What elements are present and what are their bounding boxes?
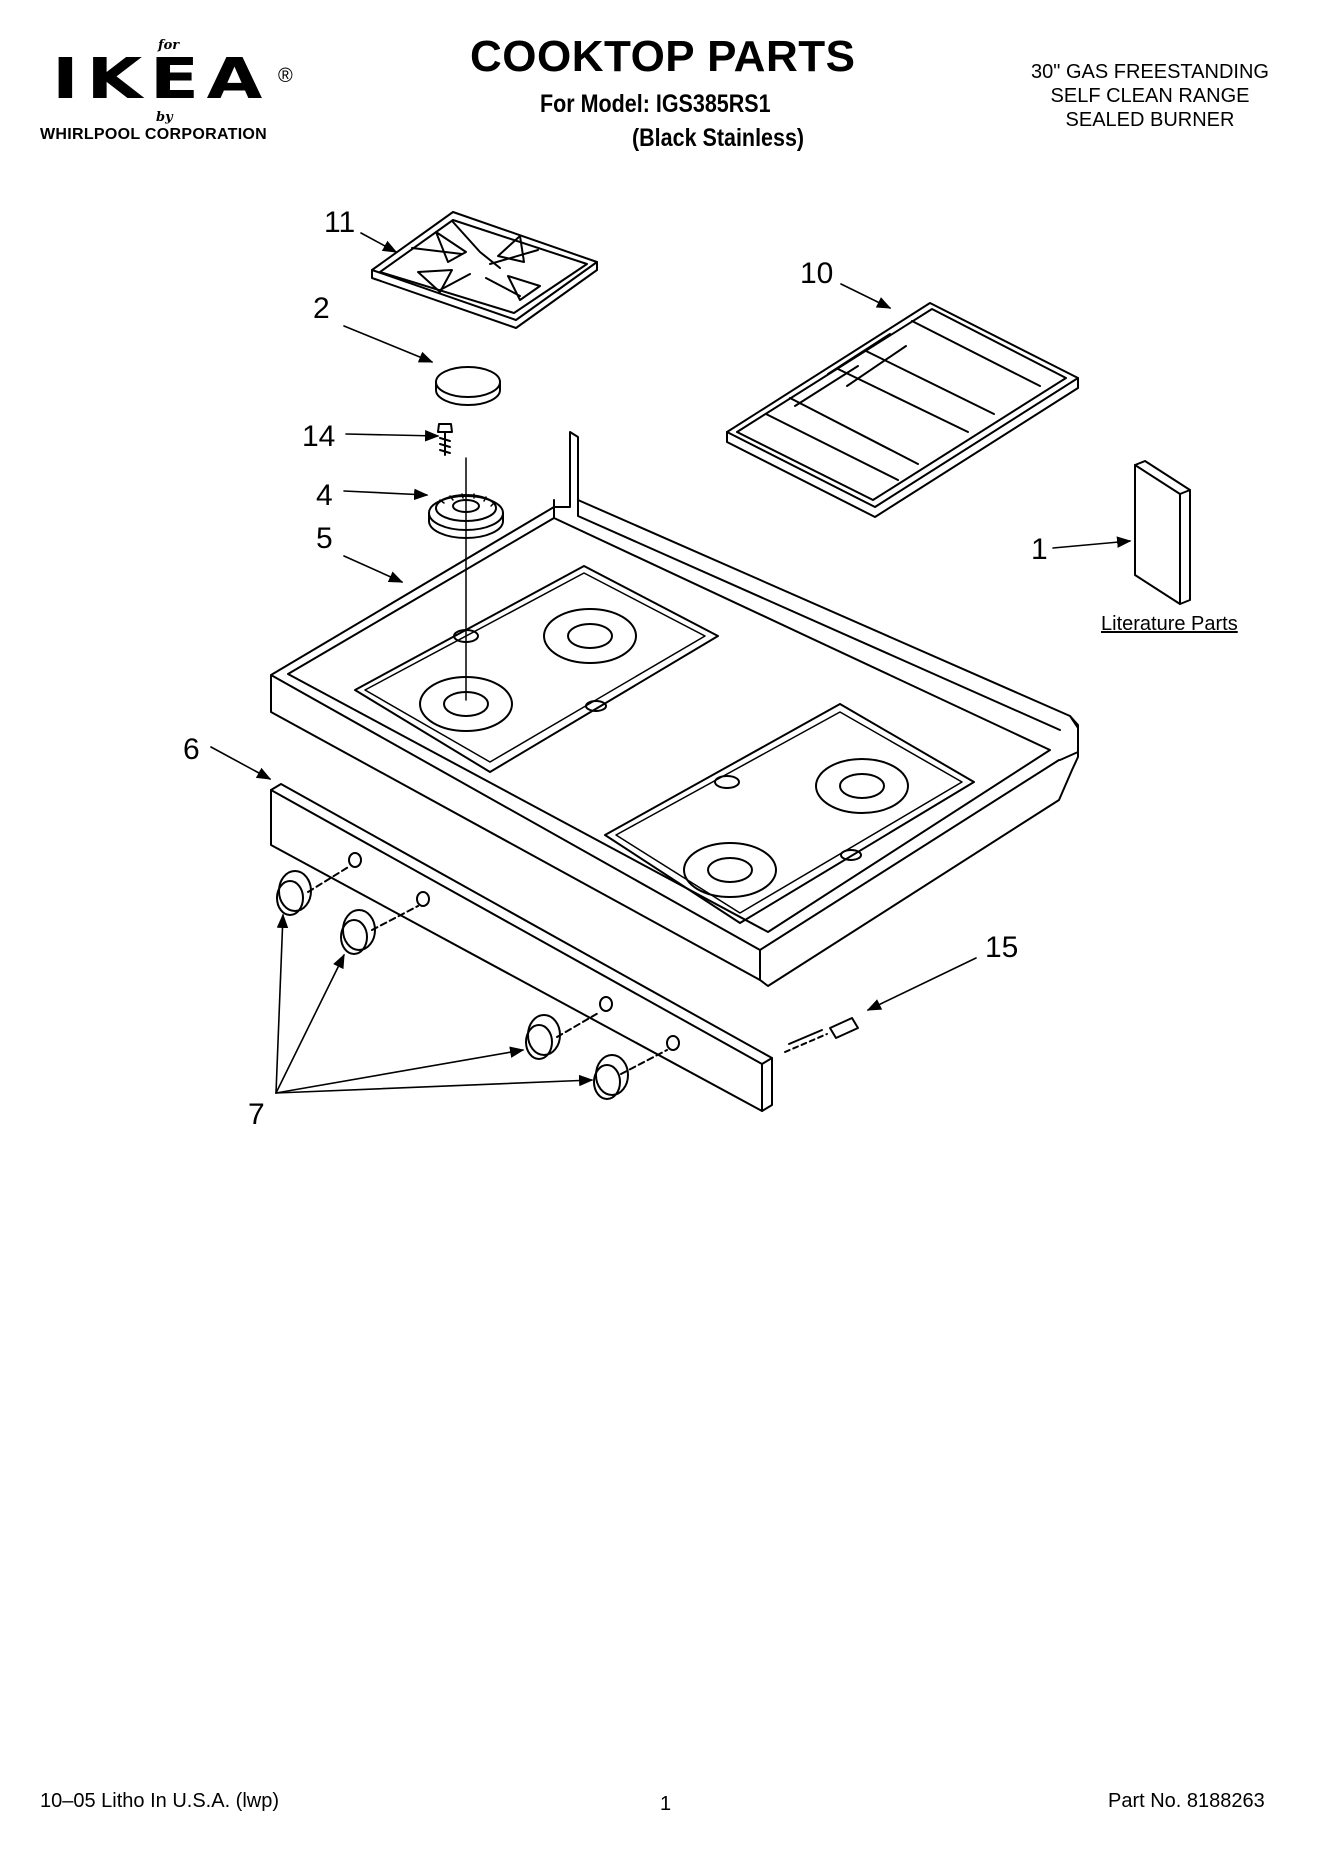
cooktop-part	[270, 431, 1079, 987]
model-color: (Black Stainless)	[632, 124, 805, 152]
side-screw-part	[784, 1017, 859, 1053]
burner-grate-part	[371, 211, 598, 329]
registered-mark: ®	[278, 65, 293, 87]
brand-corporation: WHIRLPOOL CORPORATION	[40, 126, 268, 143]
callout-2: 2	[313, 292, 330, 325]
callout-5: 5	[316, 522, 333, 555]
brand-block: for IKEA ® by WHIRLPOOL CORPORATION	[40, 38, 300, 148]
literature-parts-label: Literature Parts	[1101, 613, 1238, 635]
ikea-logo-text: IKEA	[52, 52, 270, 108]
callout-15: 15	[985, 931, 1018, 964]
product-description: 30" GAS FREESTANDING SELF CLEAN RANGE SE…	[1000, 60, 1300, 132]
screw-part	[437, 423, 453, 456]
description-line-2: SELF CLEAN RANGE	[1050, 85, 1250, 107]
model-number: For Model: IGS385RS1	[540, 90, 771, 118]
brand-for-text: for	[158, 38, 180, 53]
control-knobs-part	[276, 870, 629, 1100]
page-title: COOKTOP PARTS	[470, 32, 856, 81]
callout-6: 6	[183, 733, 200, 766]
callout-10: 10	[800, 257, 833, 290]
literature-part	[1134, 460, 1191, 605]
callout-4: 4	[316, 479, 333, 512]
print-info: 10–05 Litho In U.S.A. (lwp)	[40, 1790, 280, 1812]
callout-14: 14	[302, 420, 335, 453]
burner-cap-part	[435, 366, 501, 406]
page-number: 1	[660, 1793, 672, 1815]
ikea-logo: IKEA ®	[52, 52, 293, 108]
brand-by-text: by	[156, 110, 173, 125]
leader-arrows	[210, 232, 1132, 1094]
callout-11: 11	[324, 206, 355, 239]
control-panel-part	[270, 783, 773, 1112]
description-line-3: SEALED BURNER	[1065, 109, 1235, 131]
part-number: Part No. 8188263	[1108, 1790, 1265, 1812]
description-line-1: 30" GAS FREESTANDING	[1031, 61, 1269, 83]
callout-1: 1	[1031, 533, 1048, 566]
double-grate-part	[726, 302, 1079, 518]
callout-7: 7	[248, 1098, 265, 1131]
